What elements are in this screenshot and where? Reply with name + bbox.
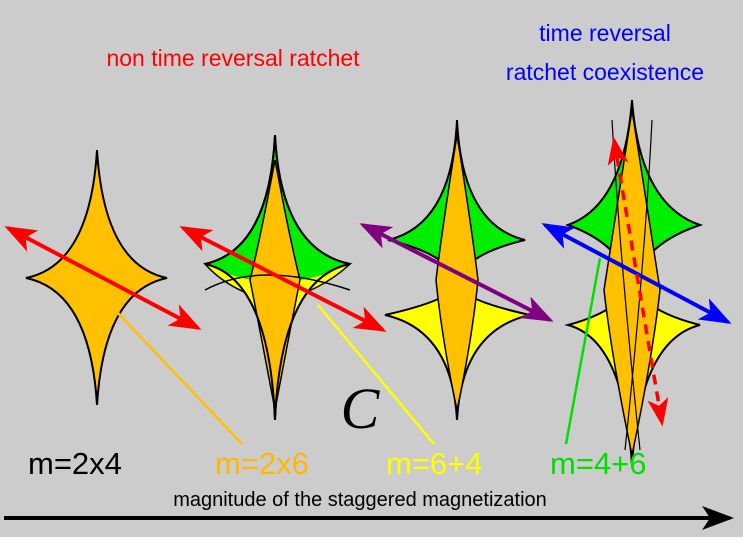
time-reversal-label-line1: time reversal	[539, 20, 671, 46]
non-time-reversal-label: non time reversal ratchet	[106, 45, 360, 71]
astroid-m-2x4	[25, 149, 168, 406]
astroid-m-6p4	[384, 119, 531, 421]
leader-line-m-6p4	[317, 304, 435, 445]
leader-line-m-2x6	[116, 311, 243, 445]
purple-arrow	[359, 223, 554, 322]
case-label-m-4p6: m=4+6	[550, 446, 647, 481]
axis-label: magnitude of the staggered magnetization	[173, 489, 547, 511]
case-label-m-6p4: m=6+4	[386, 446, 483, 481]
red-arrow-2	[179, 226, 387, 332]
case-label-m-2x4: m=2x4	[28, 446, 122, 481]
leader-line-m-4p6	[564, 257, 602, 445]
time-reversal-label-line2: ratchet coexistence	[506, 59, 704, 85]
curve-label-c: C	[341, 376, 381, 441]
astroid-m-4p6	[564, 99, 704, 466]
case-label-m-2x6: m=2x6	[215, 446, 309, 481]
red-dashed-arrow	[607, 136, 669, 427]
red-arrow-1	[4, 226, 202, 330]
